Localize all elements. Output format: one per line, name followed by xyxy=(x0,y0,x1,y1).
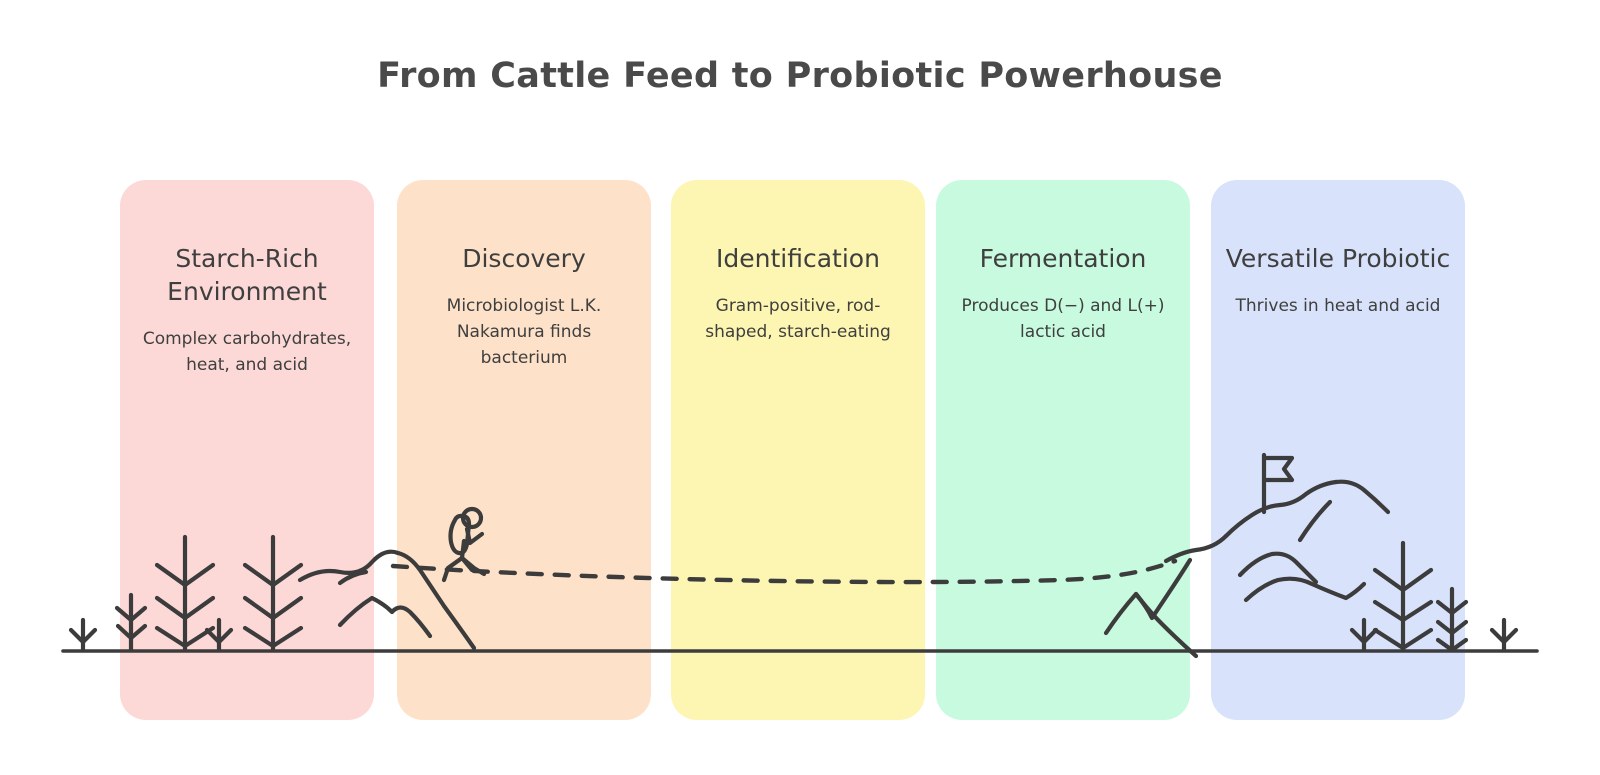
panel-subtitle: Gram-positive, rod-shaped, starch-eating xyxy=(705,296,891,342)
sapling-icon xyxy=(1489,617,1519,653)
panel-text-block: Fermentation Produces D(−) and L(+) lact… xyxy=(936,180,1190,345)
page-title: From Cattle Feed to Probiotic Powerhouse xyxy=(377,56,1223,96)
panel-fermentation[interactable]: Fermentation Produces D(−) and L(+) lact… xyxy=(936,180,1190,720)
panel-title: Discovery xyxy=(462,244,586,273)
panel-identification[interactable]: Identification Gram-positive, rod-shaped… xyxy=(671,180,925,720)
panel-text-block: Versatile Probiotic Thrives in heat and … xyxy=(1211,180,1465,319)
panel-text-block: Identification Gram-positive, rod-shaped… xyxy=(671,180,925,345)
panel-versatile-probiotic[interactable]: Versatile Probiotic Thrives in heat and … xyxy=(1211,180,1465,720)
panel-text-block: Starch-Rich Environment Complex carbohyd… xyxy=(120,180,374,378)
sapling-icon xyxy=(68,617,98,653)
panel-subtitle: Produces D(−) and L(+) lactic acid xyxy=(961,296,1165,342)
panel-title: Versatile Probiotic xyxy=(1225,244,1451,273)
panel-starch-rich-environment[interactable]: Starch-Rich Environment Complex carbohyd… xyxy=(120,180,374,720)
panel-text-block: Discovery Microbiologist L.K. Nakamura f… xyxy=(397,180,651,371)
panel-title: Starch-Rich Environment xyxy=(167,244,327,306)
panel-subtitle: Microbiologist L.K. Nakamura finds bacte… xyxy=(446,296,602,368)
panel-title: Fermentation xyxy=(979,244,1147,273)
panel-discovery[interactable]: Discovery Microbiologist L.K. Nakamura f… xyxy=(397,180,651,720)
panel-subtitle: Thrives in heat and acid xyxy=(1235,296,1441,316)
panel-title: Identification xyxy=(716,244,880,273)
panel-subtitle: Complex carbohydrates, heat, and acid xyxy=(142,329,352,375)
